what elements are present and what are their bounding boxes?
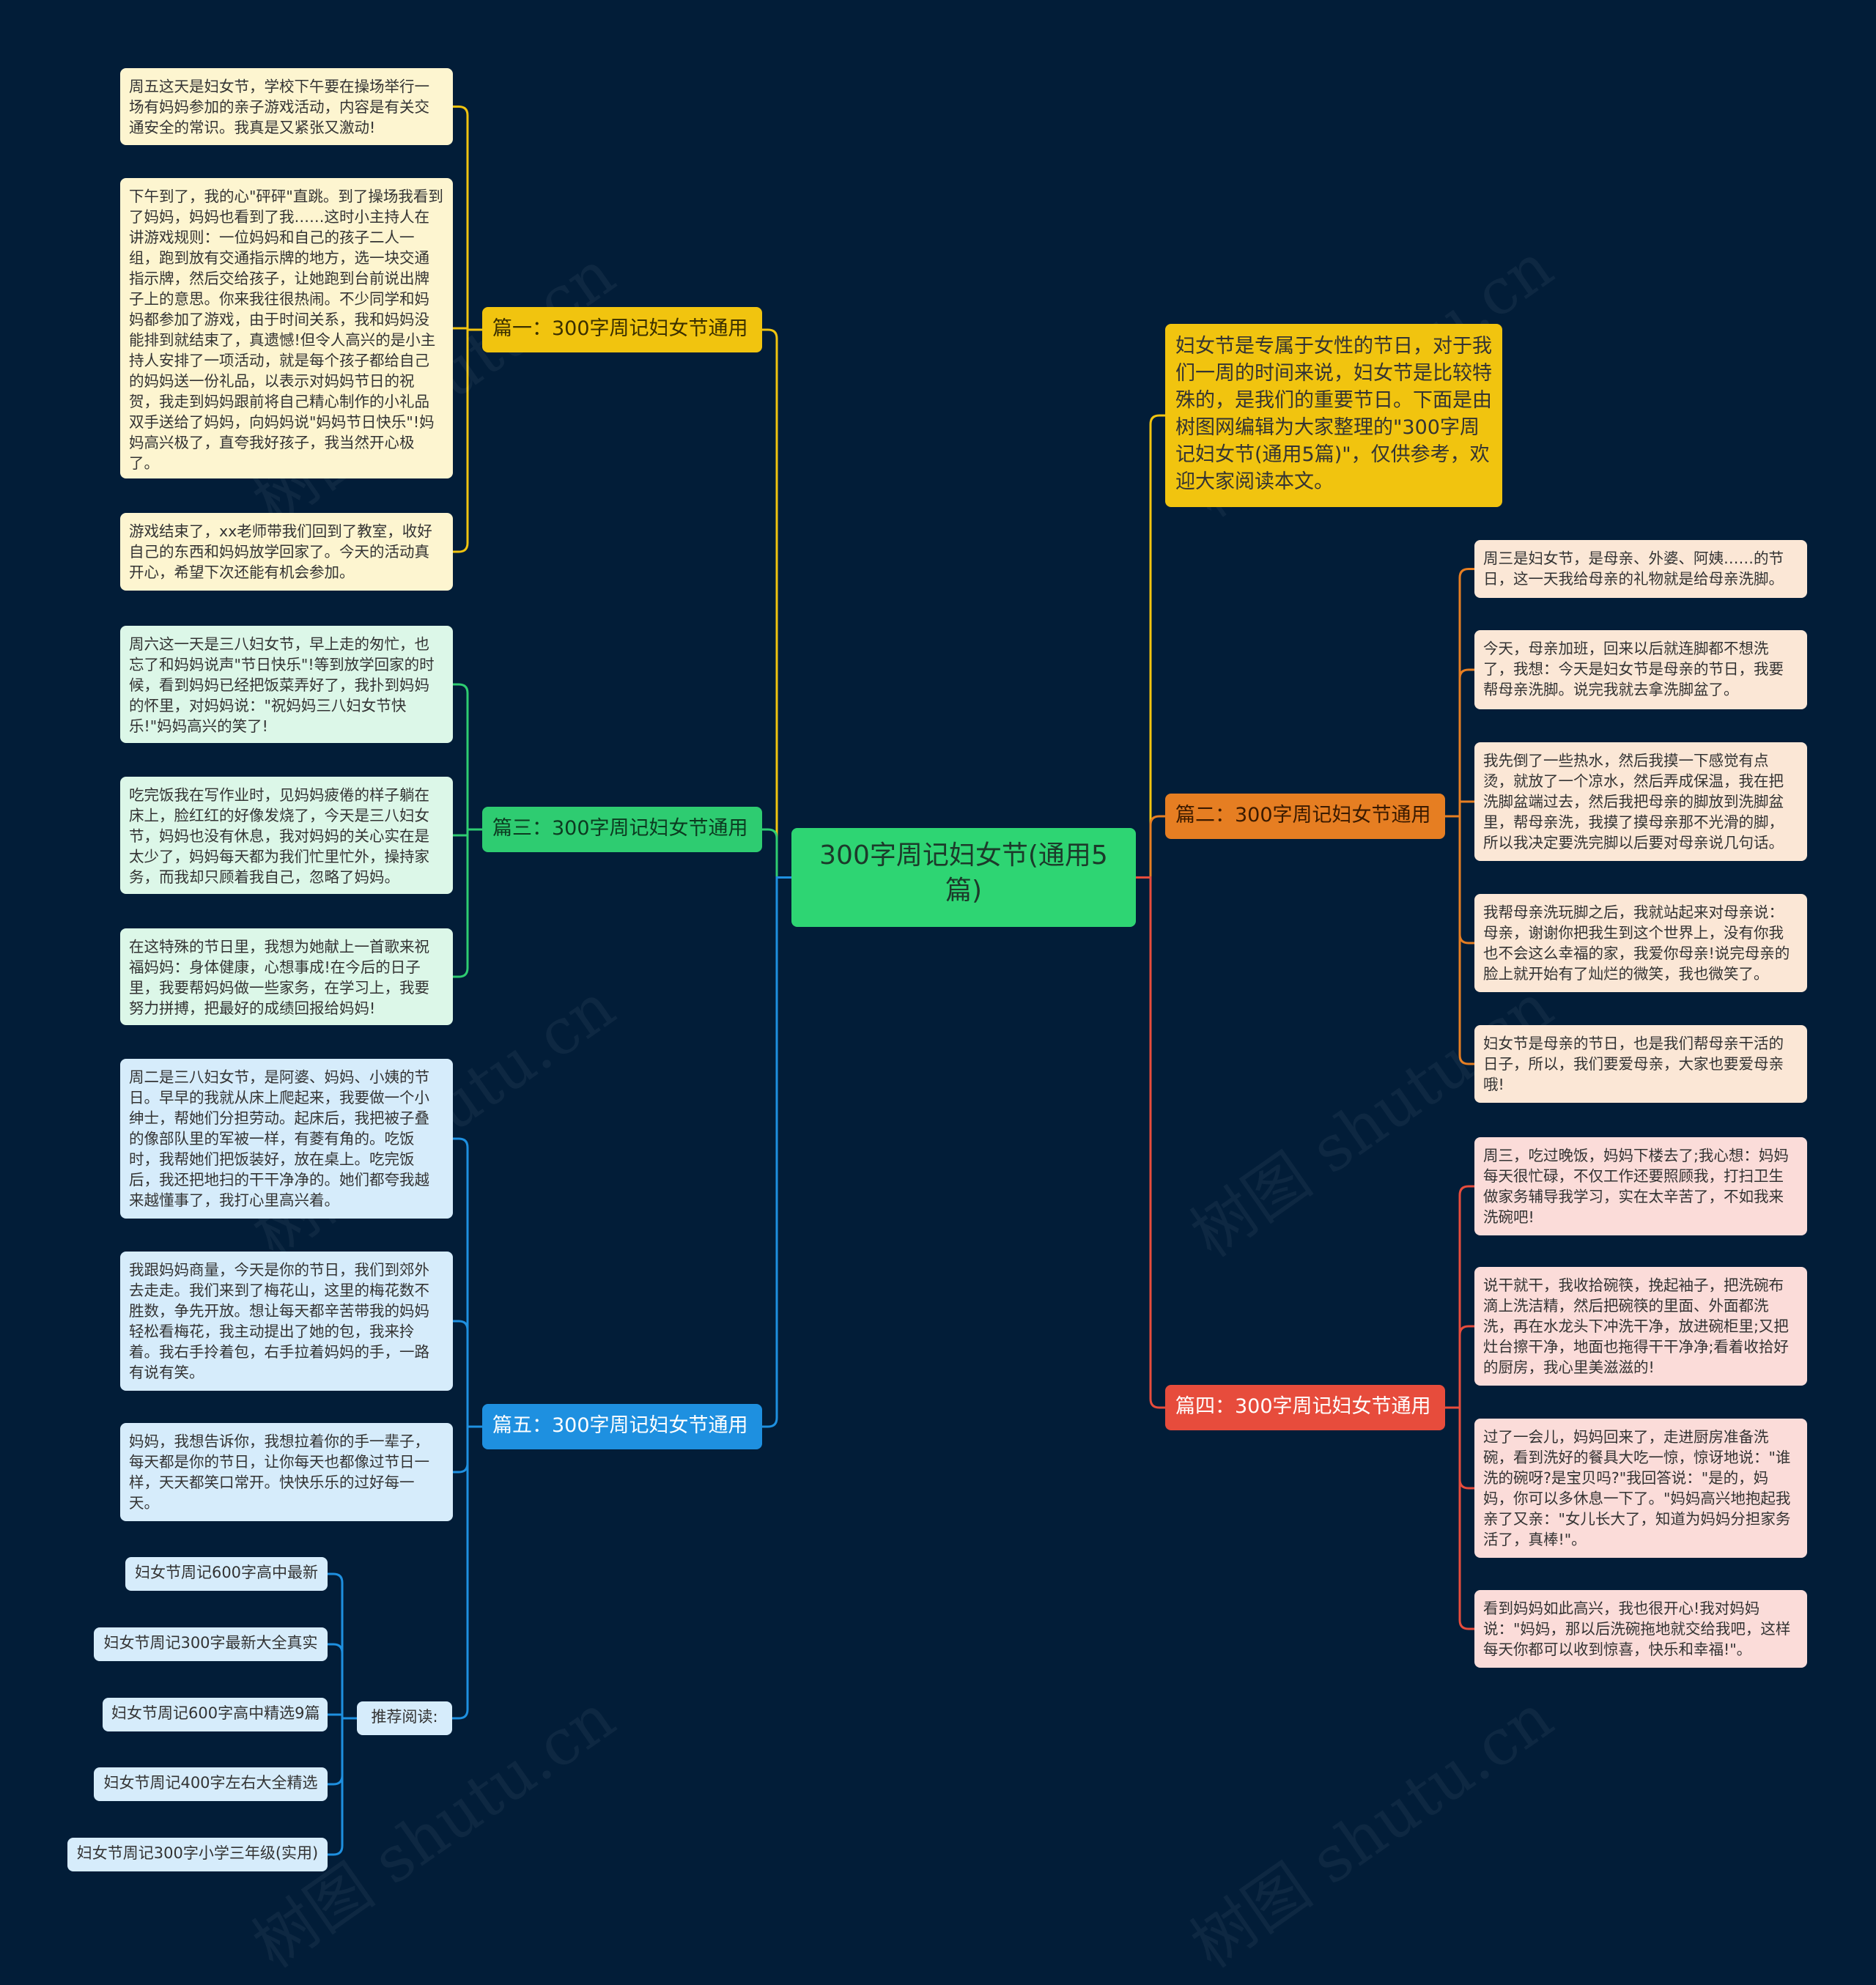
connector-line <box>1136 876 1165 1409</box>
leaf-text: 周六这一天是三八妇女节，早上走的匆忙，也忘了和妈妈说声"节日快乐"!等到放学回家… <box>129 635 435 735</box>
leaf-note[interactable]: 我先倒了一些热水，然后我摸一下感觉有点烫，就放了一个凉水，然后弄成保温，我在把洗… <box>1474 742 1807 861</box>
leaf-note[interactable]: 周六这一天是三八妇女节，早上走的匆忙，也忘了和妈妈说声"节日快乐"!等到放学回家… <box>120 626 453 743</box>
leaf-note[interactable]: 周二是三八妇女节，是阿婆、妈妈、小姨的节日。早早的我就从床上爬起来，我要做一个小… <box>120 1059 453 1219</box>
connector-line <box>1445 568 1474 818</box>
leaf-text: 在这特殊的节日里，我想为她献上一首歌来祝福妈妈：身体健康，心想事成!在今后的日子… <box>129 938 429 1017</box>
leaf-text: 周三是妇女节，是母亲、外婆、阿姨……的节日，这一天我给母亲的礼物就是给母亲洗脚。 <box>1483 550 1784 588</box>
leaf-note[interactable]: 过了一会儿，妈妈回来了，走进厨房准备洗碗，看到洗好的餐具大吃一惊，惊讶地说："谁… <box>1474 1419 1807 1558</box>
connector-line <box>328 1643 357 1720</box>
leaf-note[interactable]: 妇女节是母亲的节日，也是我们帮母亲干活的日子，所以，我们要爱母亲，大家也要爱母亲… <box>1474 1025 1807 1103</box>
root-topic-label: 300字周记妇女节(通用5篇) <box>819 840 1108 906</box>
leaf-text: 周二是三八妇女节，是阿婆、妈妈、小姨的节日。早早的我就从床上爬起来，我要做一个小… <box>129 1068 429 1209</box>
connector-line <box>1445 1325 1474 1409</box>
leaf-text: 看到妈妈如此高兴，我也很开心!我对妈妈说："妈妈，那以后洗碗拖地就交给我吧，这样… <box>1483 1600 1791 1658</box>
leaf-text: 说干就干，我收拾碗筷，挽起袖子，把洗碗布滴上洗洁精，然后把碗筷的里面、外面都洗洗… <box>1483 1276 1789 1376</box>
connector-line <box>453 1320 482 1428</box>
leaf-text: 周五这天是妇女节，学校下午要在操场举行一场有妈妈参加的亲子游戏活动，内容是有关交… <box>129 78 429 136</box>
leaf-note[interactable]: 下午到了，我的心"砰砰"直跳。到了操场我看到了妈妈，妈妈也看到了我……这时小主持… <box>120 178 453 478</box>
leaf-text: 周三，吃过晚饭，妈妈下楼去了;我心想：妈妈每天很忙碌，不仅工作还要照顾我，打扫卫… <box>1483 1147 1789 1226</box>
connector-line <box>453 328 482 553</box>
leaf-note[interactable]: 游戏结束了，xx老师带我们回到了教室，收好自己的东西和妈妈放学回家了。今天的活动… <box>120 513 453 591</box>
recommend-link[interactable]: 妇女节周记300字小学三年级(实用) <box>67 1838 328 1871</box>
connector-line <box>453 106 482 331</box>
intro-text: 妇女节是专属于女性的节日，对于我们一周的时间来说，妇女节是比较特殊的，是我们的重… <box>1175 335 1492 493</box>
branch-pian-3[interactable]: 篇三：300字周记妇女节通用 <box>482 807 762 852</box>
leaf-text: 今天，母亲加班，回来以后就连脚都不想洗了，我想：今天是妇女节是母亲的节日，我要帮… <box>1483 640 1784 698</box>
leaf-note[interactable]: 周五这天是妇女节，学校下午要在操场举行一场有妈妈参加的亲子游戏活动，内容是有关交… <box>120 68 453 145</box>
connector-line <box>1136 414 1165 879</box>
connector-lines <box>328 106 1474 1856</box>
leaf-note[interactable]: 周三是妇女节，是母亲、外婆、阿姨……的节日，这一天我给母亲的礼物就是给母亲洗脚。 <box>1474 540 1807 598</box>
leaf-text: 过了一会儿，妈妈回来了，走进厨房准备洗碗，看到洗好的餐具大吃一惊，惊讶地说："谁… <box>1483 1428 1791 1548</box>
branch-label: 篇一：300字周记妇女节通用 <box>492 317 748 340</box>
leaf-text: 游戏结束了，xx老师带我们回到了教室，收好自己的东西和妈妈放学回家了。今天的活动… <box>129 522 432 581</box>
recommend-link[interactable]: 妇女节周记300字最新大全真实 <box>94 1627 328 1661</box>
branch-pian-5[interactable]: 篇五：300字周记妇女节通用 <box>482 1404 762 1449</box>
root-topic[interactable]: 300字周记妇女节(通用5篇) <box>791 828 1136 927</box>
leaf-text: 下午到了，我的心"砰砰"直跳。到了操场我看到了妈妈，妈妈也看到了我……这时小主持… <box>129 188 443 472</box>
recommend-link-text: 妇女节周记300字小学三年级(实用) <box>76 1844 319 1862</box>
branch-label: 篇五：300字周记妇女节通用 <box>492 1414 748 1437</box>
connector-line <box>1445 668 1474 818</box>
connector-line <box>1445 815 1474 1065</box>
connector-line <box>328 1717 357 1856</box>
connector-line <box>453 828 482 978</box>
recommend-link[interactable]: 妇女节周记600字高中最新 <box>125 1557 328 1591</box>
connector-line <box>1445 800 1474 818</box>
connector-line <box>762 328 791 879</box>
leaf-note[interactable]: 吃完饭我在写作业时，见妈妈疲倦的样子躺在床上，脸红红的好像发烧了，今天是三八妇女… <box>120 777 453 894</box>
branch-pian-1[interactable]: 篇一：300字周记妇女节通用 <box>482 307 762 352</box>
connector-line <box>1445 1185 1474 1409</box>
connector-line <box>762 876 791 1428</box>
recommend-label-text: 推荐阅读: <box>371 1708 438 1726</box>
leaf-note[interactable]: 在这特殊的节日里，我想为她献上一首歌来祝福妈妈：身体健康，心想事成!在今后的日子… <box>120 928 453 1025</box>
branch-label: 篇四：300字周记妇女节通用 <box>1175 1395 1431 1418</box>
connector-line <box>1445 1406 1474 1630</box>
recommend-link-text: 妇女节周记600字高中最新 <box>134 1564 319 1581</box>
leaf-note[interactable]: 看到妈妈如此高兴，我也很开心!我对妈妈说："妈妈，那以后洗碗拖地就交给我吧，这样… <box>1474 1590 1807 1668</box>
connector-line <box>1136 815 1165 879</box>
leaf-note[interactable]: 妈妈，我想告诉你，我想拉着你的手一辈子，每天都是你的节日，让你每天也都像过节日一… <box>120 1423 453 1521</box>
leaf-note[interactable]: 说干就干，我收拾碗筷，挽起袖子，把洗碗布滴上洗洁精，然后把碗筷的里面、外面都洗洗… <box>1474 1267 1807 1386</box>
recommend-link[interactable]: 妇女节周记600字高中精选9篇 <box>103 1698 328 1731</box>
leaf-note[interactable]: 我帮母亲洗玩脚之后，我就站起来对母亲说：母亲，谢谢你把我生到这个世界上，没有你我… <box>1474 894 1807 992</box>
leaf-text: 妇女节是母亲的节日，也是我们帮母亲干活的日子，所以，我们要爱母亲，大家也要爱母亲… <box>1483 1035 1784 1093</box>
recommend-link-text: 妇女节周记600字高中精选9篇 <box>111 1704 320 1722</box>
leaf-text: 我先倒了一些热水，然后我摸一下感觉有点烫，就放了一个凉水，然后弄成保温，我在把洗… <box>1483 752 1784 851</box>
connector-line <box>452 1425 482 1720</box>
leaf-note[interactable]: 周三，吃过晚饭，妈妈下楼去了;我心想：妈妈每天很忙碌，不仅工作还要照顾我，打扫卫… <box>1474 1137 1807 1235</box>
branch-pian-4[interactable]: 篇四：300字周记妇女节通用 <box>1165 1385 1445 1430</box>
mindmap-canvas: 树图 shutu.cn 树图 shutu.cn 树图 shutu.cn 树图 s… <box>67 68 1807 1982</box>
connector-line <box>328 1572 357 1720</box>
connector-line <box>453 1137 482 1428</box>
connector-line <box>453 683 482 831</box>
branch-label: 篇二：300字周记妇女节通用 <box>1175 804 1431 827</box>
branch-label: 篇三：300字周记妇女节通用 <box>492 817 748 840</box>
leaf-text: 我帮母亲洗玩脚之后，我就站起来对母亲说：母亲，谢谢你把我生到这个世界上，没有你我… <box>1483 903 1790 983</box>
recommend-link[interactable]: 妇女节周记400字左右大全精选 <box>94 1767 328 1801</box>
leaf-text: 吃完饭我在写作业时，见妈妈疲倦的样子躺在床上，脸红红的好像发烧了，今天是三八妇女… <box>129 786 429 886</box>
recommend-link-text: 妇女节周记400字左右大全精选 <box>103 1774 318 1792</box>
intro-note[interactable]: 妇女节是专属于女性的节日，对于我们一周的时间来说，妇女节是比较特殊的，是我们的重… <box>1165 324 1502 507</box>
leaf-note[interactable]: 今天，母亲加班，回来以后就连脚都不想洗了，我想：今天是妇女节是母亲的节日，我要帮… <box>1474 630 1807 709</box>
recommend-link-text: 妇女节周记300字最新大全真实 <box>103 1634 318 1652</box>
recommend-label[interactable]: 推荐阅读: <box>357 1701 452 1735</box>
leaf-text: 我跟妈妈商量，今天是你的节日，我们到郊外去走走。我们来到了梅花山，这里的梅花数不… <box>129 1261 429 1381</box>
leaf-note[interactable]: 我跟妈妈商量，今天是你的节日，我们到郊外去走走。我们来到了梅花山，这里的梅花数不… <box>120 1252 453 1391</box>
connector-line <box>762 828 791 879</box>
branch-pian-2[interactable]: 篇二：300字周记妇女节通用 <box>1165 794 1445 839</box>
leaf-text: 妈妈，我想告诉你，我想拉着你的手一辈子，每天都是你的节日，让你每天也都像过节日一… <box>129 1433 429 1512</box>
